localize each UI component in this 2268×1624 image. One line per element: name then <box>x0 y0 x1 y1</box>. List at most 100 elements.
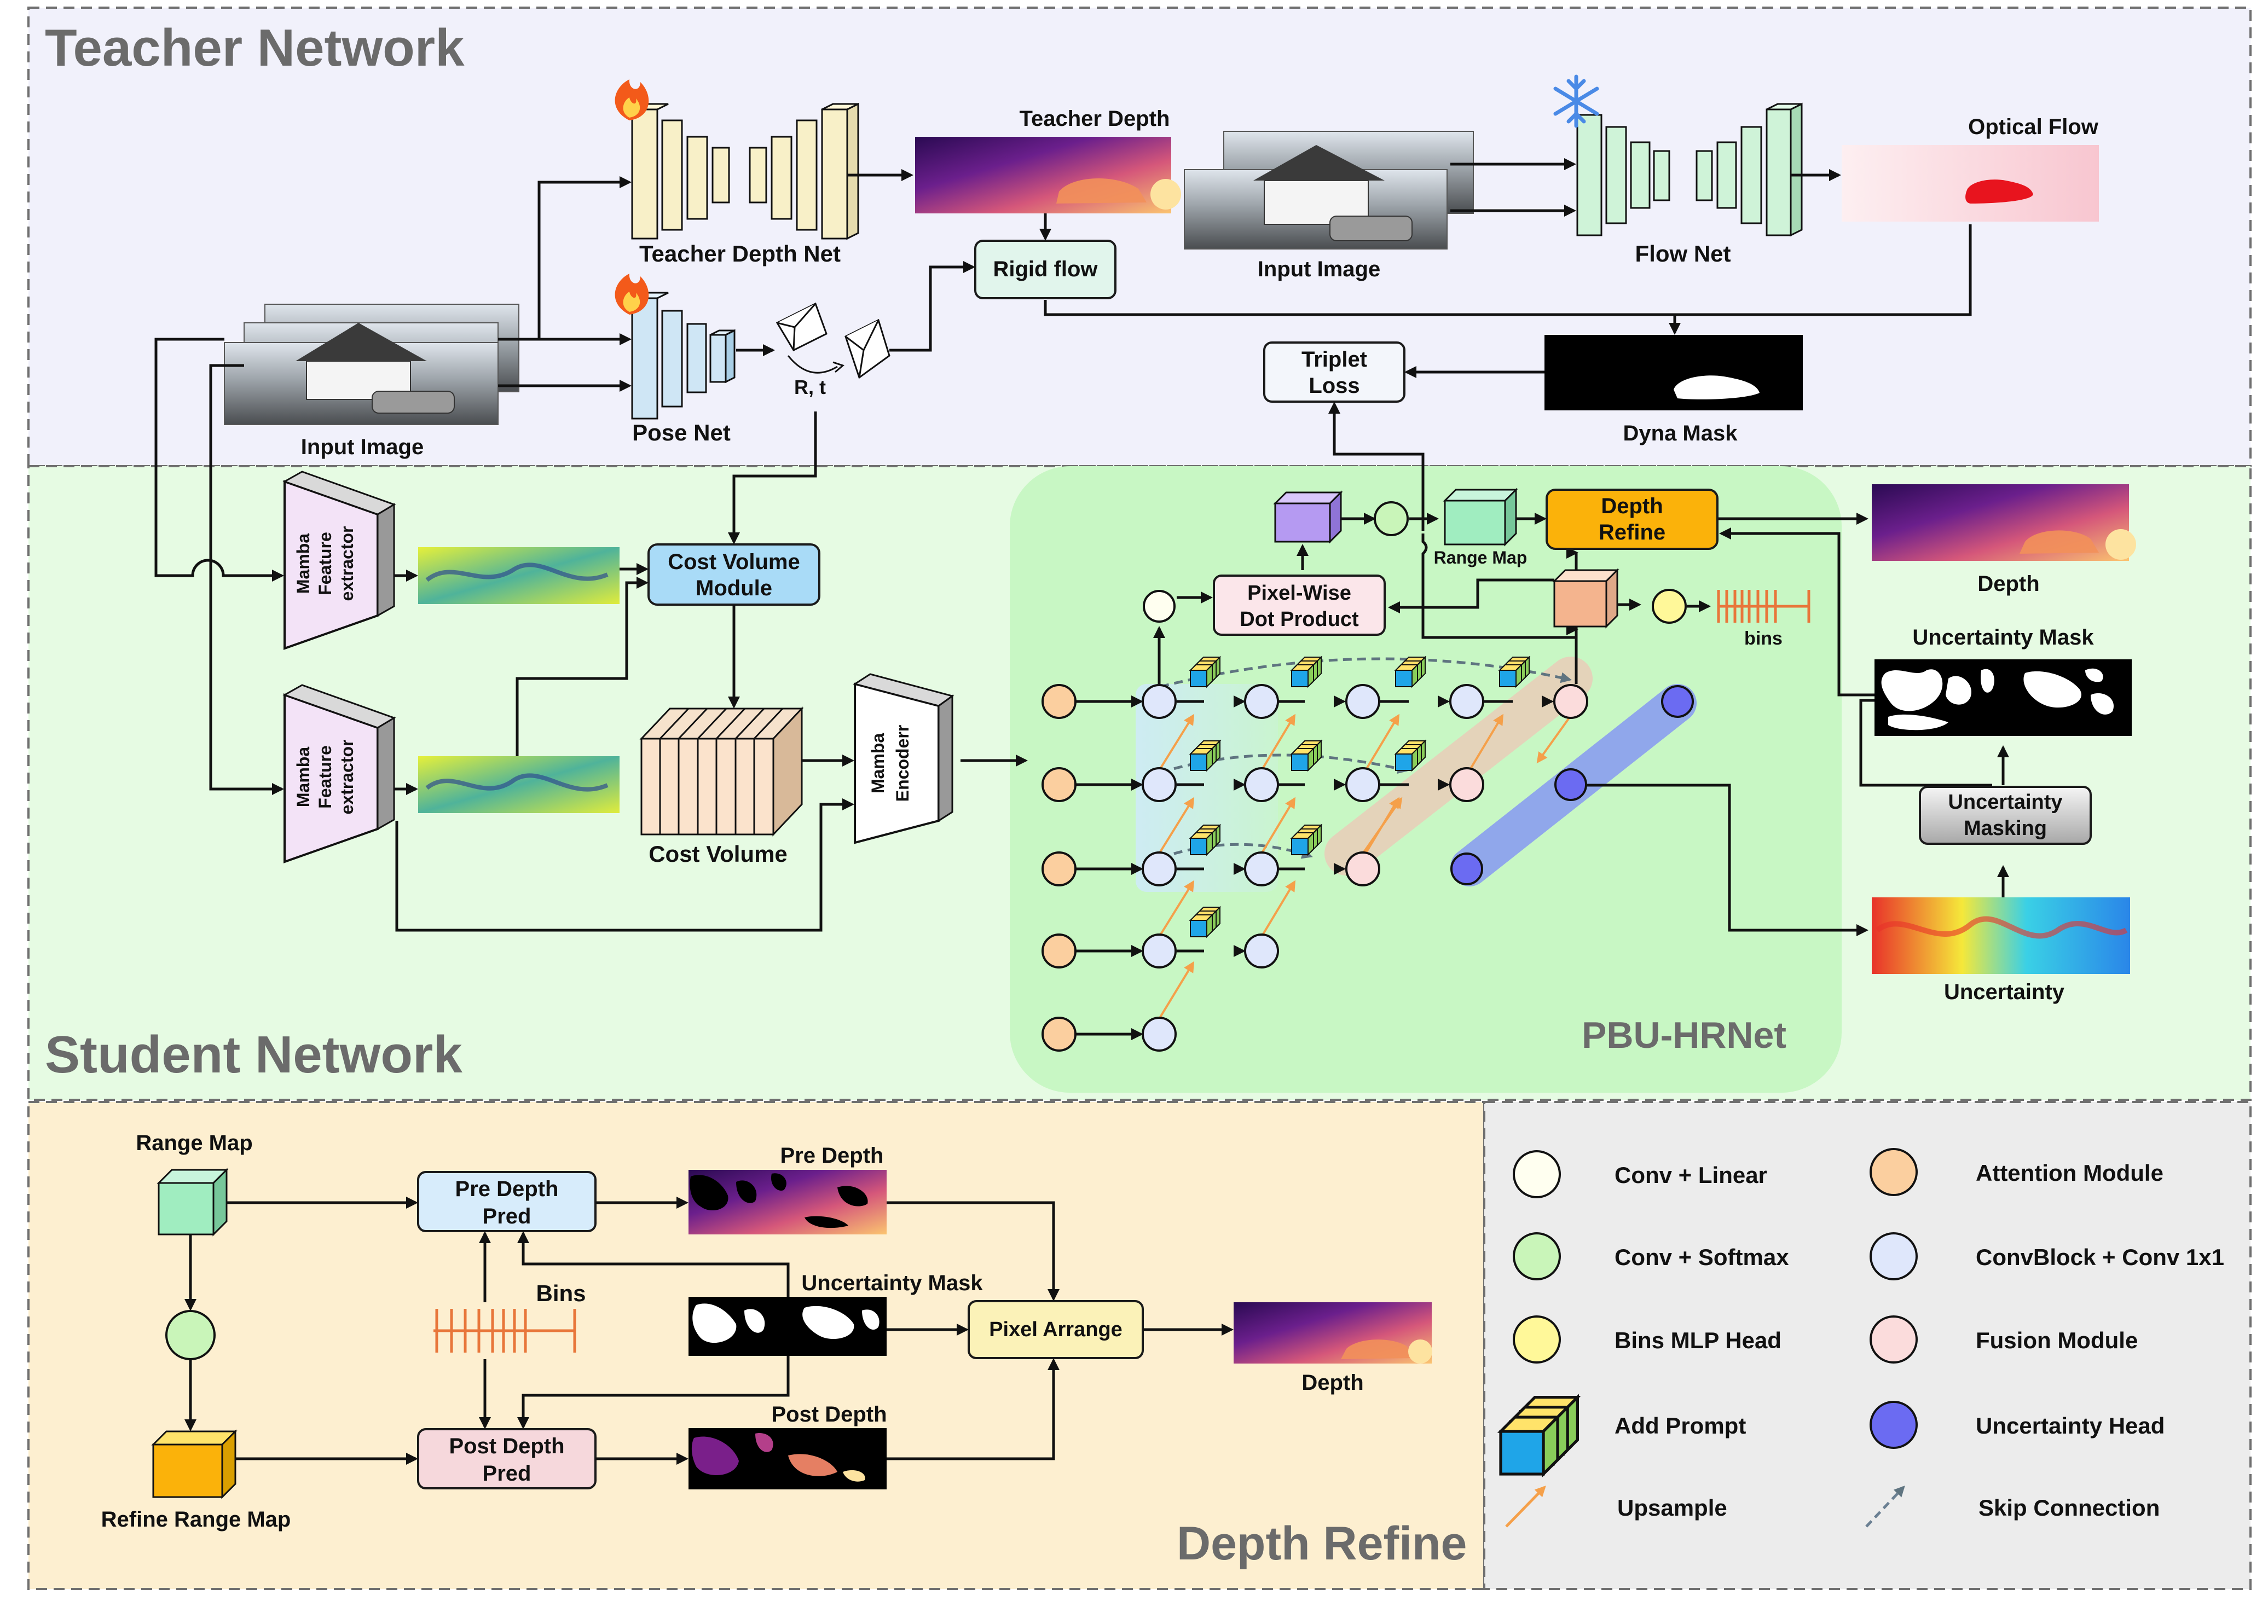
refine-uncertainty-mask-label: Uncertainty Mask <box>801 1271 983 1295</box>
legend-attention-label: Attention Module <box>1976 1160 2163 1186</box>
bins-mlp-node <box>1652 589 1687 624</box>
range-map-label: Range Map <box>1434 548 1528 567</box>
teacher-depth-net <box>631 102 859 240</box>
legend-convblock-label: ConvBlock + Conv 1x1 <box>1976 1244 2224 1270</box>
depth-refine-label-1: Depth <box>1601 494 1663 518</box>
pixel-arrange-label: Pixel Arrange <box>989 1318 1123 1341</box>
uncertainty-map-image <box>1872 897 2130 974</box>
legend-uncertainty-head-label: Uncertainty Head <box>1976 1413 2165 1439</box>
legend-skip-label: Skip Connection <box>1978 1495 2160 1521</box>
student-network-title: Student Network <box>45 1025 462 1084</box>
legend-conv-softmax-icon <box>1513 1232 1561 1280</box>
uncertainty-heads <box>1450 685 1694 885</box>
cost-volume-label: Cost Volume <box>649 841 788 867</box>
optical-flow-label: Optical Flow <box>1968 115 2099 139</box>
triplet-loss-label-1: Triplet <box>1301 347 1367 372</box>
dyna-mask-image <box>1544 335 1803 410</box>
mamba-fe-2-line-3: extractor <box>337 740 357 815</box>
flow-net-label: Flow Net <box>1635 241 1731 266</box>
mamba-fe-1-line-3: extractor <box>337 526 357 601</box>
hrnet-highlight-band <box>1136 684 1278 892</box>
triplet-loss-label-2: Loss <box>1309 374 1359 398</box>
legend-convblock-icon <box>1870 1232 1918 1280</box>
uncertainty-masking-label-2: Masking <box>1964 817 2047 840</box>
post-depth-pred-label-2: Pred <box>483 1461 531 1486</box>
input-image-left-label: Input Image <box>301 435 424 459</box>
input-image-left <box>224 304 519 425</box>
uncertainty-mask-label: Uncertainty Mask <box>1912 625 2094 649</box>
post-depth-pred-label-1: Post Depth <box>449 1434 564 1458</box>
post-depth-label: Post Depth <box>771 1402 887 1426</box>
optical-flow-image <box>1842 145 2099 222</box>
refine-range-map-label: Range Map <box>136 1131 252 1155</box>
refine-range-map-cube <box>157 1168 229 1237</box>
depth-refine-box <box>1546 489 1719 550</box>
legend-section <box>1483 1101 2252 1590</box>
student-bins-icon <box>1717 590 1810 623</box>
conv-softmax-node <box>1374 501 1409 536</box>
legend-uncertainty-head-icon <box>1870 1401 1918 1449</box>
cost-volume-cube <box>639 706 804 837</box>
cost-volume-module-label-1: Cost Volume <box>668 550 800 574</box>
student-depth-label: Depth <box>1977 572 2039 596</box>
mamba-feature-extractor-1: Mamba Feature extractor <box>282 471 396 650</box>
feature-map-2 <box>418 756 620 813</box>
mamba-fe-1-line-1: Mamba <box>293 533 313 594</box>
pose-net-label: Pose Net <box>632 420 731 445</box>
range-map-cube <box>1443 488 1518 547</box>
cost-volume-module-label-2: Module <box>696 576 772 600</box>
purple-cube <box>1273 490 1343 544</box>
orange-cube <box>1552 568 1619 629</box>
legend: Conv + Linear Attention Module Conv + So… <box>1501 1148 2224 1528</box>
pixel-wise-label-1: Pixel-Wise <box>1247 582 1351 605</box>
depth-refine-title: Depth Refine <box>1177 1517 1467 1570</box>
convblock-modules <box>1142 684 1484 1052</box>
legend-add-prompt-label: Add Prompt <box>1615 1413 1746 1439</box>
legend-fusion-label: Fusion Module <box>1976 1327 2138 1353</box>
refine-conv-softmax-node <box>165 1310 216 1360</box>
uncertainty-masking-box <box>1919 786 2092 845</box>
mamba-fe-1-line-2: Feature <box>315 532 335 595</box>
feature-map-1 <box>418 547 620 604</box>
input-image-mid-label: Input Image <box>1258 257 1380 281</box>
camera-pose-icon <box>776 302 890 379</box>
legend-bins-mlp-icon <box>1513 1315 1561 1364</box>
mamba-encoder: Mamba Encoderr <box>853 673 954 844</box>
input-image-mid <box>1184 131 1474 250</box>
legend-conv-linear-icon <box>1513 1150 1561 1198</box>
mamba-encoder-line-1: Mamba <box>868 733 888 793</box>
mamba-encoder-line-2: Encoderr <box>893 725 912 802</box>
conv-linear-node <box>1143 590 1176 623</box>
student-left-connections <box>154 338 1028 932</box>
depth-refine-label-2: Refine <box>1599 520 1665 544</box>
mamba-fe-2-line-1: Mamba <box>293 747 313 807</box>
legend-fusion-icon <box>1870 1315 1918 1364</box>
legend-conv-linear-label: Conv + Linear <box>1615 1162 1767 1188</box>
rigid-flow-label: Rigid flow <box>993 257 1098 281</box>
legend-bins-mlp-label: Bins MLP Head <box>1615 1327 1781 1353</box>
fire-icon <box>615 79 649 120</box>
refine-depth-label: Depth <box>1301 1371 1363 1395</box>
teacher-connections <box>498 158 1972 392</box>
legend-upsample-label: Upsample <box>1617 1495 1727 1521</box>
legend-skip-icon <box>1865 1486 1905 1528</box>
refine-refine-range-map-cube <box>151 1429 238 1499</box>
rigid-flow-box <box>974 240 1116 299</box>
dyna-mask-label: Dyna Mask <box>1623 421 1738 445</box>
pre-depth-pred-label-1: Pre Depth <box>455 1177 559 1201</box>
uncertainty-label: Uncertainty <box>1944 980 2065 1004</box>
student-bins-label: bins <box>1744 628 1783 649</box>
flow-net <box>1576 102 1803 237</box>
pixel-wise-box <box>1213 575 1386 636</box>
teacher-depth-net-label: Teacher Depth Net <box>639 241 841 266</box>
pre-depth-label: Pre Depth <box>780 1144 884 1168</box>
snowflake-icon <box>1553 74 1599 128</box>
upsample-arrows <box>1158 714 1572 1020</box>
fusion-modules <box>1345 684 1588 886</box>
pixel-wise-label-2: Dot Product <box>1240 608 1359 631</box>
pbu-hrnet-title: PBU-HRNet <box>1582 1014 1786 1056</box>
fire-icon <box>615 274 649 315</box>
teacher-network-title: Teacher Network <box>45 19 465 77</box>
